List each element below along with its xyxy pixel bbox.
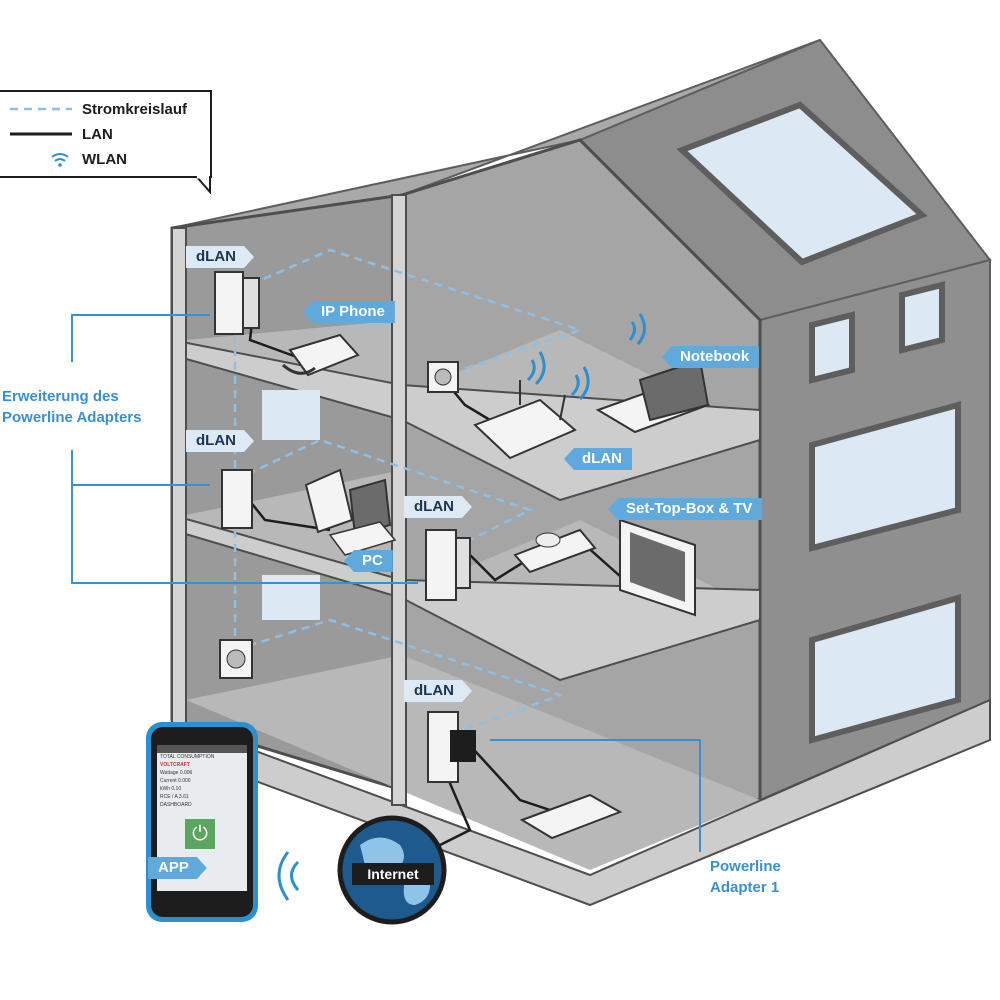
router-attic: [473, 380, 577, 460]
dlan-tag-center: dLAN: [404, 496, 472, 518]
back-window-2: [262, 575, 320, 620]
note-lines: [71, 314, 701, 852]
pillar-left: [171, 227, 187, 749]
legend: Stromkreislauf LAN WLAN: [0, 90, 212, 178]
dashed-line-icon: [10, 107, 72, 111]
skylight: [676, 101, 928, 266]
floor-ground: [186, 655, 760, 870]
legend-label: Stromkreislauf: [82, 100, 188, 118]
dlan-tag-top: dLAN: [186, 246, 254, 268]
wifi-icon: [51, 153, 69, 167]
screen-brand: VOLTCRAFT: [160, 762, 190, 768]
tv: [619, 518, 696, 617]
adapter-bottom: [427, 711, 476, 783]
legend-item-lan: LAN: [10, 123, 113, 145]
window-top-2: [899, 281, 945, 354]
settop-box: [513, 528, 597, 574]
notebook: [595, 358, 711, 434]
dlan-tag-middle: dLAN: [186, 430, 254, 452]
window-top-1: [809, 311, 855, 384]
status-bar: [157, 745, 247, 753]
legend-item-power: Stromkreislauf: [10, 98, 187, 120]
adapter-note: Powerline Adapter 1: [710, 856, 781, 898]
ip-phone-tag: IP Phone: [303, 301, 395, 323]
solid-line-icon: [10, 132, 72, 136]
dlan-tag-router: dLAN: [564, 448, 632, 470]
extension-note: Erweiterung des Powerline Adapters: [2, 386, 141, 428]
wifi-waves: [277, 313, 646, 901]
adapter-center: [425, 529, 471, 601]
legend-label: LAN: [82, 125, 113, 143]
adapter-top: [214, 271, 260, 335]
extension-note-line2: Powerline Adapters: [2, 409, 142, 426]
smartphone: TOTAL CONSUMPTION VOLTCRAFT Wattage 0.00…: [146, 722, 258, 922]
internet-label: Internet: [352, 863, 434, 885]
smartphone-body: TOTAL CONSUMPTION VOLTCRAFT Wattage 0.00…: [151, 727, 253, 917]
adapter-note-line1: Powerline: [710, 858, 781, 875]
power-button[interactable]: ⏻: [185, 819, 215, 849]
dlan-tag-bottom: dLAN: [404, 680, 472, 702]
back-window-1: [262, 390, 320, 440]
pc: [304, 468, 397, 556]
power-circuit-lines: [233, 248, 585, 737]
ip-phone: [282, 333, 360, 377]
extension-note-line1: Erweiterung des: [2, 388, 119, 405]
pc-tag: PC: [344, 550, 393, 572]
power-icon: ⏻: [192, 823, 208, 845]
screen-dashboard: DASHBOARD: [160, 802, 192, 808]
legend-pointer: [196, 176, 211, 194]
screen-row: Wattage 0.006: [160, 770, 193, 776]
notebook-tag: Notebook: [662, 346, 760, 368]
adapter-middle: [221, 469, 253, 529]
legend-label: WLAN: [82, 150, 127, 168]
legend-item-wlan: WLAN: [10, 148, 127, 170]
screen-title: TOTAL CONSUMPTION: [160, 754, 215, 760]
screen-row: kWh 0.10: [160, 786, 182, 792]
window-middle: [809, 401, 961, 552]
settop-tag: Set-Top-Box & TV: [608, 498, 763, 520]
wall-socket-attic: [427, 361, 459, 393]
wall-socket-ground: [219, 639, 253, 679]
window-bottom: [809, 594, 961, 744]
adapter-note-line2: Adapter 1: [710, 879, 780, 896]
screen-row: Current 0.000: [160, 778, 191, 784]
pillar-center: [391, 194, 407, 806]
router-ground: [519, 793, 623, 840]
app-tag: APP: [148, 857, 207, 879]
screen-row: RCE / A 3.61: [160, 794, 189, 800]
